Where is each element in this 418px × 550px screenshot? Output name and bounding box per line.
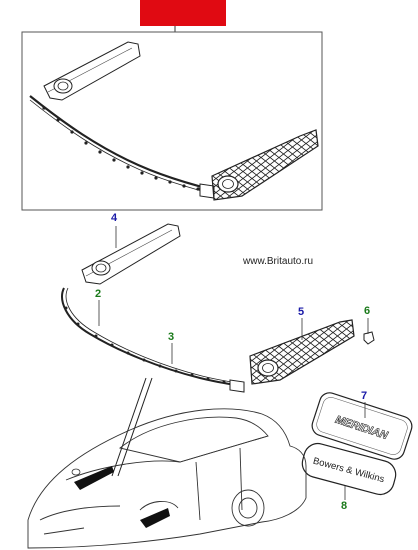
part-8-bowers-badge: Bowers & Wilkins	[301, 442, 397, 496]
car-vent-upper	[74, 466, 114, 490]
top-lower-grille	[211, 129, 319, 201]
callout-6: 6	[364, 305, 371, 317]
callout-8: 8	[341, 500, 348, 512]
car-fog-light	[71, 468, 81, 476]
website-label[interactable]: www.Britauto.ru	[243, 256, 314, 267]
top-bumper-strip	[29, 95, 215, 199]
callout-3: 3	[168, 331, 175, 343]
part-6-clip	[363, 331, 375, 345]
detail-frame	[21, 31, 323, 211]
callout-5: 5	[298, 306, 305, 318]
part-2-3-strip	[61, 287, 245, 393]
car-outline	[27, 408, 307, 549]
car-vent-lower	[140, 508, 170, 528]
callout-2: 2	[95, 288, 102, 300]
top-upper-trim-panel	[43, 41, 141, 101]
pointer-lines	[111, 377, 153, 477]
part-5-grille	[249, 319, 355, 385]
callout-7: 7	[361, 390, 368, 402]
header-banner	[140, 0, 226, 26]
part-4-upper-trim	[81, 223, 181, 285]
leader-lines	[98, 226, 369, 500]
callout-4: 4	[111, 212, 118, 224]
part-7-meridian-badge: MERIDIAN	[311, 392, 413, 460]
